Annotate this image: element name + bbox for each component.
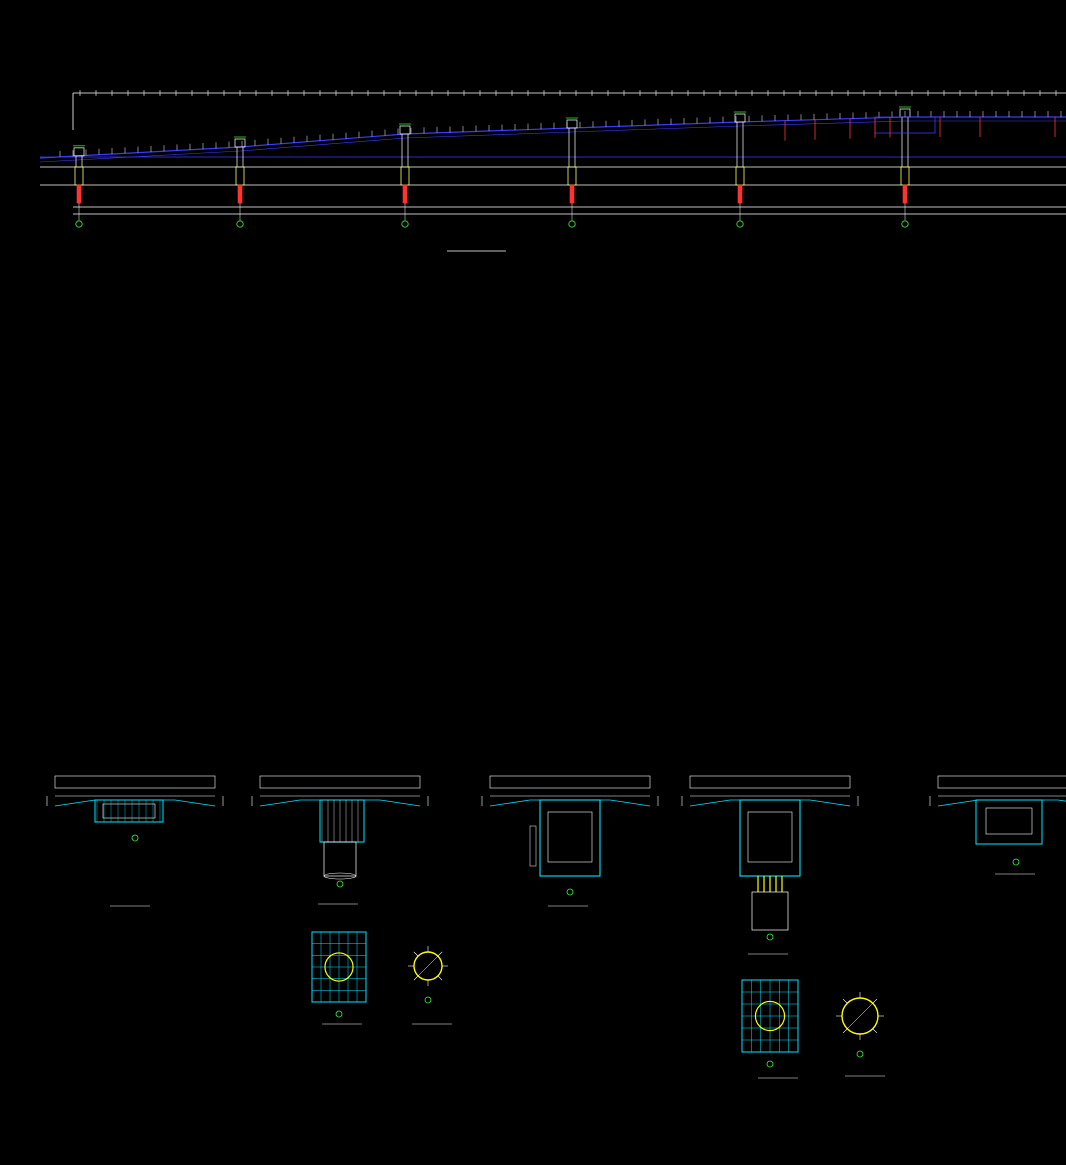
pile bbox=[902, 184, 908, 204]
deck-ticks bbox=[59, 111, 1062, 157]
column-base bbox=[323, 872, 357, 880]
box-outline bbox=[539, 799, 601, 877]
pier-footing bbox=[400, 166, 410, 186]
box-outline bbox=[975, 799, 1043, 845]
diameter-line bbox=[847, 1003, 873, 1029]
pier-cap bbox=[234, 138, 246, 148]
deck-profile-line bbox=[39, 116, 1066, 159]
pier-2 bbox=[234, 136, 246, 228]
box-void bbox=[747, 811, 793, 863]
pier-footing bbox=[900, 166, 910, 186]
radial-bar bbox=[413, 975, 419, 981]
round-column bbox=[751, 891, 789, 931]
pier-4 bbox=[566, 117, 578, 228]
deck-dimension-box bbox=[489, 775, 651, 789]
pier-cap bbox=[734, 113, 746, 123]
slab-bottom bbox=[937, 799, 1066, 807]
pier-3 bbox=[399, 123, 411, 228]
axis-bubble bbox=[75, 220, 83, 228]
pier-footing bbox=[235, 166, 245, 186]
pier-5 bbox=[734, 111, 746, 228]
slab-bottom bbox=[489, 799, 651, 807]
axis-bubble bbox=[236, 220, 244, 228]
deck-profile-bottom bbox=[39, 120, 1066, 163]
pier-cap bbox=[566, 119, 578, 129]
axis-bubble bbox=[901, 220, 909, 228]
pile bbox=[737, 184, 743, 204]
box-void bbox=[102, 803, 156, 819]
pile bbox=[76, 184, 82, 204]
axis-bubble bbox=[131, 834, 139, 842]
side-dimension bbox=[529, 825, 537, 867]
detail-1-column bbox=[324, 952, 354, 982]
detail-4 bbox=[836, 992, 885, 1077]
radial-bar bbox=[437, 951, 443, 957]
slab-bottom bbox=[689, 799, 851, 807]
box-outline bbox=[94, 799, 164, 823]
detail-3 bbox=[741, 979, 799, 1079]
axis-bubble bbox=[336, 880, 344, 888]
bridge-elevation bbox=[39, 90, 1066, 252]
axis-bubble bbox=[424, 996, 432, 1004]
radial-bar bbox=[872, 1028, 878, 1034]
axis-bubble bbox=[566, 888, 574, 896]
deck-dimension-box bbox=[54, 775, 216, 789]
radial-bar bbox=[842, 998, 848, 1004]
pier-footing bbox=[567, 166, 577, 186]
section-5 bbox=[929, 775, 1066, 875]
axis-bubble bbox=[1012, 858, 1020, 866]
box-void bbox=[985, 807, 1033, 835]
axis-bubble bbox=[335, 1010, 343, 1018]
deck-dimension-box bbox=[259, 775, 421, 789]
round-column bbox=[323, 841, 357, 877]
pier-cap bbox=[73, 147, 85, 157]
section-1 bbox=[46, 775, 224, 907]
diameter-line bbox=[418, 956, 438, 976]
radial-bar bbox=[437, 975, 443, 981]
axis-bubble bbox=[401, 220, 409, 228]
pier-footing bbox=[735, 166, 745, 186]
red-marker-group bbox=[784, 117, 1056, 141]
dimension-ticks bbox=[79, 90, 1057, 96]
pile bbox=[237, 184, 243, 204]
deck-dimension-box bbox=[937, 775, 1066, 789]
axis-bubble bbox=[766, 933, 774, 941]
axis-bubble bbox=[568, 220, 576, 228]
box-outline bbox=[739, 799, 801, 877]
axis-bubble bbox=[856, 1050, 864, 1058]
slab-bottom bbox=[54, 799, 216, 807]
section-2 bbox=[251, 775, 429, 905]
box-void bbox=[547, 811, 593, 863]
section-3 bbox=[481, 775, 659, 907]
pier-1 bbox=[73, 145, 85, 228]
radial-bar bbox=[872, 998, 878, 1004]
detail-2 bbox=[408, 946, 452, 1025]
cap-outline bbox=[319, 799, 365, 843]
section-4 bbox=[681, 775, 859, 955]
detail-3-column bbox=[754, 1000, 786, 1032]
piers-group bbox=[73, 106, 911, 228]
radial-bar bbox=[842, 1028, 848, 1034]
pile bbox=[402, 184, 408, 204]
detail-1 bbox=[311, 931, 367, 1025]
axis-bubble bbox=[766, 1060, 774, 1068]
pile bbox=[569, 184, 575, 204]
pier-footing bbox=[74, 166, 84, 186]
pier-cap bbox=[399, 125, 411, 135]
axis-bubble bbox=[736, 220, 744, 228]
pier-6 bbox=[899, 106, 911, 228]
cross-sections-group bbox=[46, 775, 1066, 1079]
radial-bar bbox=[413, 951, 419, 957]
deck-dimension-box bbox=[689, 775, 851, 789]
deck-detail-box bbox=[874, 116, 936, 134]
